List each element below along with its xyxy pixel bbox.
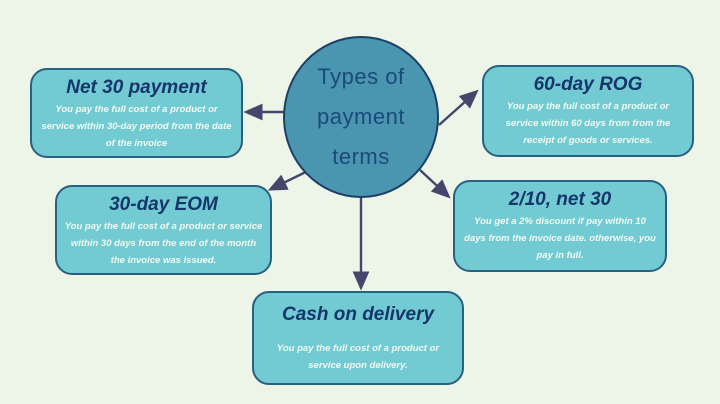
node-description: You get a 2% discount if pay within 10 d…	[464, 216, 656, 261]
node-net-30-payment: Net 30 payment You pay the full cost of …	[30, 68, 243, 158]
node-title: 2/10, net 30	[508, 189, 612, 210]
node-description: You pay the full cost of a product or se…	[276, 343, 440, 371]
node-cash-on-delivery: Cash on delivery You pay the full cost o…	[252, 291, 464, 385]
arrow-to-60-day-rog	[438, 89, 479, 126]
arrow-to-2-10-net-30	[419, 169, 451, 199]
node-description: You pay the full cost of a product or se…	[64, 221, 263, 266]
node-title: Cash on delivery	[281, 304, 435, 325]
node-60-day-rog: 60-day ROG You pay the full cost of a pr…	[482, 65, 694, 157]
node-title: 30-day EOM	[109, 194, 218, 215]
node-2-10-net-30: 2/10, net 30 You get a 2% discount if pa…	[453, 180, 667, 272]
center-node-line: payment	[317, 104, 405, 129]
node-title: 60-day ROG	[533, 74, 643, 95]
center-node-line: terms	[332, 144, 390, 169]
node-description: You pay the full cost of a product or se…	[505, 101, 671, 146]
node-description: You pay the full cost of a product or se…	[41, 104, 232, 149]
node-title: Net 30 payment	[66, 77, 207, 98]
node-30-day-eom: 30-day EOM You pay the full cost of a pr…	[55, 185, 272, 275]
center-node-line: Types of	[317, 64, 405, 89]
center-node-types-of-payment-terms: Types of payment terms	[283, 36, 439, 198]
